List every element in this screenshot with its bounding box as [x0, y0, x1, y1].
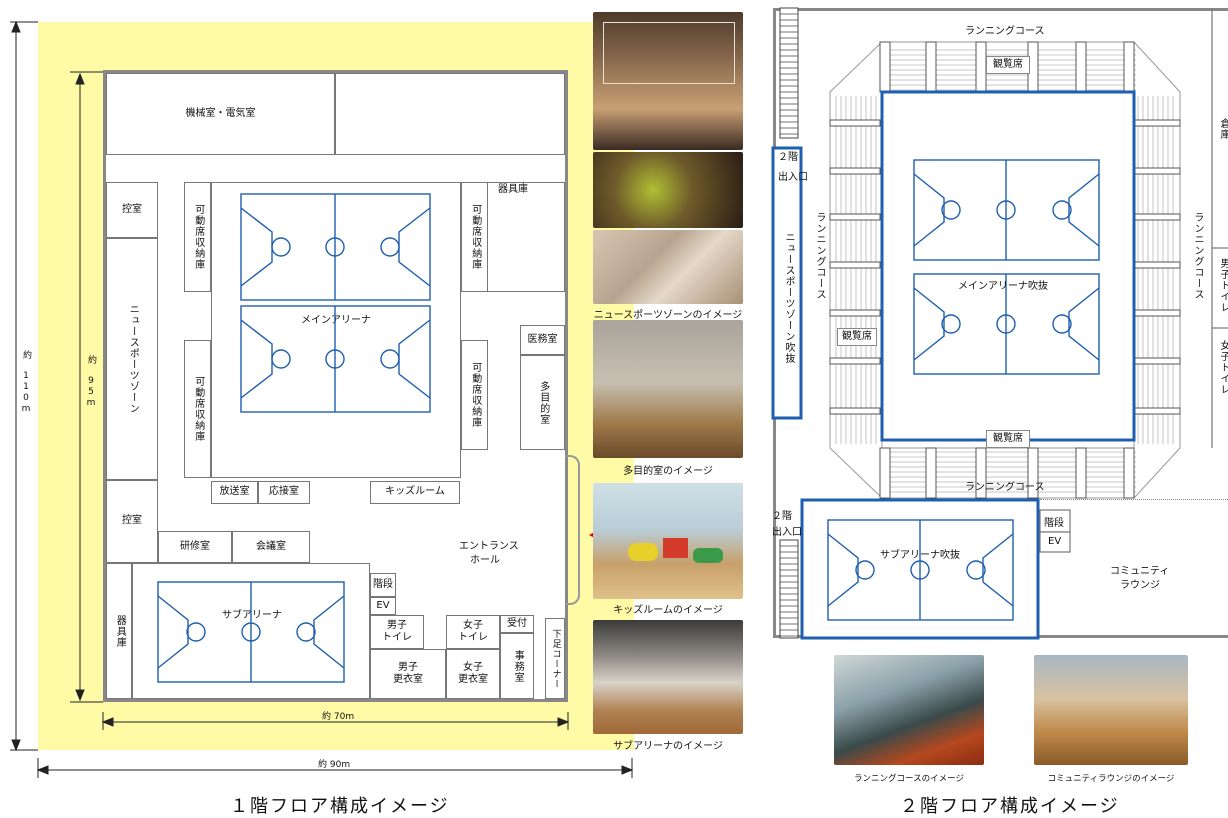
spectator-label-bottom: 観覧席	[986, 430, 1030, 448]
caption-kids-room: キッズルームのイメージ	[613, 605, 723, 616]
reception-room: 応接室	[258, 481, 310, 504]
movable-seat-storage-3: 可動席収納庫	[461, 182, 488, 292]
running-course-left: ランニングコース	[814, 212, 825, 300]
new-sports-void-label: ニュースポーツゾーン吹抜	[783, 232, 794, 364]
equipment-storage-2: 器具庫	[106, 563, 132, 699]
photo-kids-room	[593, 483, 743, 599]
floor2-entrance-1: ２階	[778, 152, 798, 163]
equipment-storage-1-label: 器具庫	[498, 184, 528, 195]
entrance-door	[566, 455, 580, 605]
waiting-room-1: 控室	[106, 182, 158, 238]
sub-arena-label: サブアリーナ	[222, 610, 282, 621]
training-room: 研修室	[158, 531, 232, 563]
womens-locker-label-1: 女子	[463, 661, 483, 673]
spectator-label-top: 観覧席	[986, 56, 1030, 74]
photo-badminton	[593, 12, 743, 150]
caption-running-course: ランニングコースのイメージ	[854, 774, 964, 784]
womens-toilet-label-2: トイレ	[458, 632, 488, 643]
floor2-entrance-1b: 出入口	[778, 172, 808, 183]
stairs-floor1: 階段	[370, 573, 396, 597]
floor2-divider-dotted	[1040, 499, 1228, 500]
photo-climbing-wall	[593, 230, 743, 304]
mens-locker-label-2: 更衣室	[393, 674, 423, 685]
office: 事務室	[500, 633, 534, 699]
main-arena-void-label: メインアリーナ吹抜	[958, 281, 1048, 292]
womens-toilet: 女子 トイレ	[446, 615, 500, 649]
community-lounge-label-2: ラウンジ	[1120, 580, 1160, 591]
waiting-room-2: 控室	[106, 480, 158, 563]
community-lounge-label-1: コミュニティ	[1110, 566, 1170, 577]
mens-toilet-label-2: トイレ	[382, 632, 412, 643]
mens-toilet-floor2: 男子トイレ	[1218, 258, 1228, 313]
reception-desk: 受付	[500, 615, 534, 633]
floor2-entrance-2b: 出入口	[772, 527, 802, 538]
photo-running-course	[834, 655, 984, 765]
mens-toilet: 男子 トイレ	[370, 615, 424, 649]
photo-multipurpose	[593, 320, 743, 458]
photo-sub-arena	[593, 620, 743, 734]
mens-locker-label-1: 男子	[398, 661, 418, 673]
storage-floor2: 倉庫	[1218, 118, 1228, 140]
womens-locker: 女子 更衣室	[446, 649, 500, 699]
main-arena	[211, 182, 461, 478]
womens-toilet-label-1: 女子	[463, 619, 483, 631]
movable-seat-storage-4: 可動席収納庫	[461, 340, 488, 450]
dim-height-inner: 約 95m	[86, 355, 96, 409]
entrance-hall-label-2: ホール	[470, 555, 500, 566]
machine-room: 機械室・電気室	[106, 73, 335, 155]
entrance-hall-label-1: エントランス	[459, 541, 519, 552]
new-sports-zone: ニュースポーツゾーン	[106, 238, 158, 480]
elevator-floor1: EV	[370, 597, 396, 615]
broadcast-room: 放送室	[211, 481, 258, 504]
movable-seat-storage-2: 可動席収納庫	[184, 340, 211, 478]
dim-width-total: 約 90m	[318, 760, 351, 770]
womens-locker-label-2: 更衣室	[458, 674, 488, 685]
medical-room: 医務室	[520, 325, 565, 355]
upper-right-block	[335, 73, 565, 155]
shoe-corner: 下足コーナー	[545, 618, 565, 699]
photo-new-sports	[593, 152, 743, 228]
caption-multipurpose: 多目的室のイメージ	[623, 466, 713, 477]
floor2-entrance-2: ２階	[772, 511, 792, 522]
multipurpose-room: 多目的室	[520, 355, 565, 450]
mens-toilet-label-1: 男子	[387, 619, 407, 631]
caption-sub-arena: サブアリーナのイメージ	[613, 741, 723, 752]
main-arena-label: メインアリーナ	[301, 315, 371, 326]
dim-height-total: 約 110m	[21, 350, 31, 415]
meeting-room: 会議室	[232, 531, 310, 563]
caption-community-lounge: コミュニティラウンジのイメージ	[1047, 774, 1175, 784]
running-course-top: ランニングコース	[965, 26, 1045, 37]
running-course-right: ランニングコース	[1192, 212, 1203, 300]
sub-arena-void-label: サブアリーナ吹抜	[880, 550, 960, 561]
photo-community-lounge	[1034, 655, 1188, 765]
stairs-floor2: 階段	[1044, 518, 1064, 529]
mens-locker: 男子 更衣室	[370, 649, 446, 699]
floor2-title: ２階フロア構成イメージ	[900, 796, 1120, 817]
womens-toilet-floor2: 女子トイレ	[1218, 340, 1228, 395]
floor1-title: １階フロア構成イメージ	[230, 796, 450, 817]
equipment-storage-1	[488, 182, 565, 292]
spectator-label-left: 観覧席	[837, 328, 877, 346]
elevator-floor2: EV	[1048, 536, 1062, 547]
kids-room: キッズルーム	[370, 481, 460, 504]
caption-new-sports: ニュースポーツゾーンのイメージ	[593, 310, 743, 321]
running-course-bottom: ランニングコース	[965, 482, 1045, 493]
dim-width-inner: 約 70m	[322, 712, 355, 722]
movable-seat-storage-1: 可動席収納庫	[184, 182, 211, 292]
